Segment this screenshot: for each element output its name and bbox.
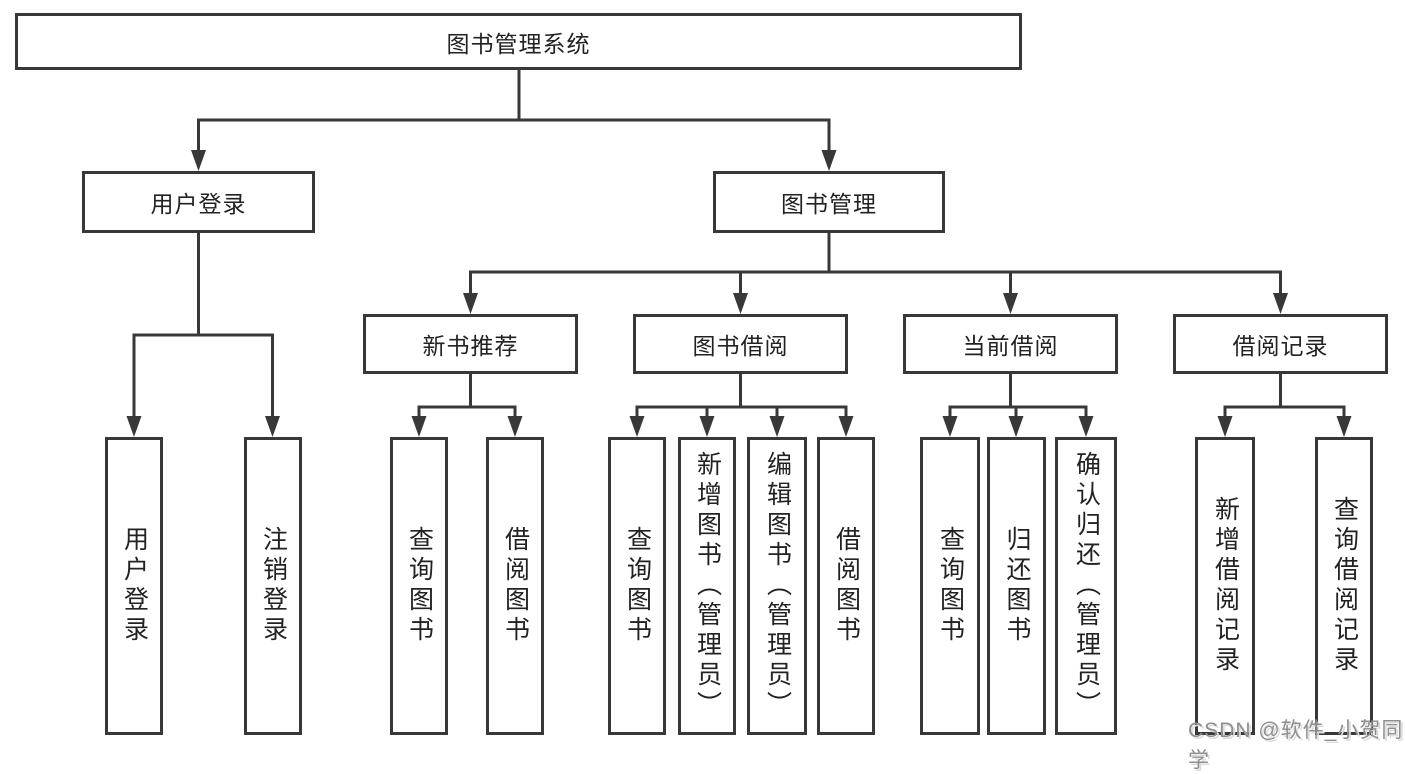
leaf-logout-login: 注销登录 (244, 437, 302, 735)
connector-paths (132, 67, 1346, 424)
node-book-management-branch: 图书管理 (713, 171, 945, 233)
leaf-newbook-query-books: 查询图书 (390, 437, 448, 735)
watermark-text: CSDN @软件_小贺同学 (1188, 719, 1404, 772)
node-current-borrowing: 当前借阅 (903, 314, 1118, 374)
leaf-borrowing-edit-books-admin: 编辑图书（管理员） (747, 437, 807, 735)
leaf-borrowing-add-books-admin: 新增图书（管理员） (678, 437, 736, 735)
leaf-borrowing-borrow-books: 借阅图书 (817, 437, 875, 735)
leaf-borrowing-query-books: 查询图书 (608, 437, 666, 735)
node-user-login-branch: 用户登录 (82, 171, 315, 233)
arrowheads (126, 150, 1352, 437)
leaf-current-confirm-return-admin: 确认归还（管理员） (1055, 437, 1117, 735)
node-book-borrowing: 图书借阅 (633, 314, 848, 374)
leaf-current-query-books: 查询图书 (920, 437, 980, 735)
node-root-system: 图书管理系统 (15, 13, 1022, 70)
leaf-newbook-borrow-books: 借阅图书 (486, 437, 544, 735)
leaf-records-query-record: 查询借阅记录 (1315, 437, 1373, 735)
node-borrowing-records: 借阅记录 (1173, 314, 1388, 374)
node-new-book-recommend: 新书推荐 (363, 314, 578, 374)
connector-lines (126, 67, 1352, 437)
leaf-records-add-record: 新增借阅记录 (1195, 437, 1255, 735)
diagram-canvas: 图书管理系统 用户登录 图书管理 新书推荐 图书借阅 当前借阅 借阅记录 用户登… (15, 13, 1402, 772)
leaf-user-login: 用户登录 (105, 437, 163, 735)
leaf-current-return-books: 归还图书 (987, 437, 1046, 735)
